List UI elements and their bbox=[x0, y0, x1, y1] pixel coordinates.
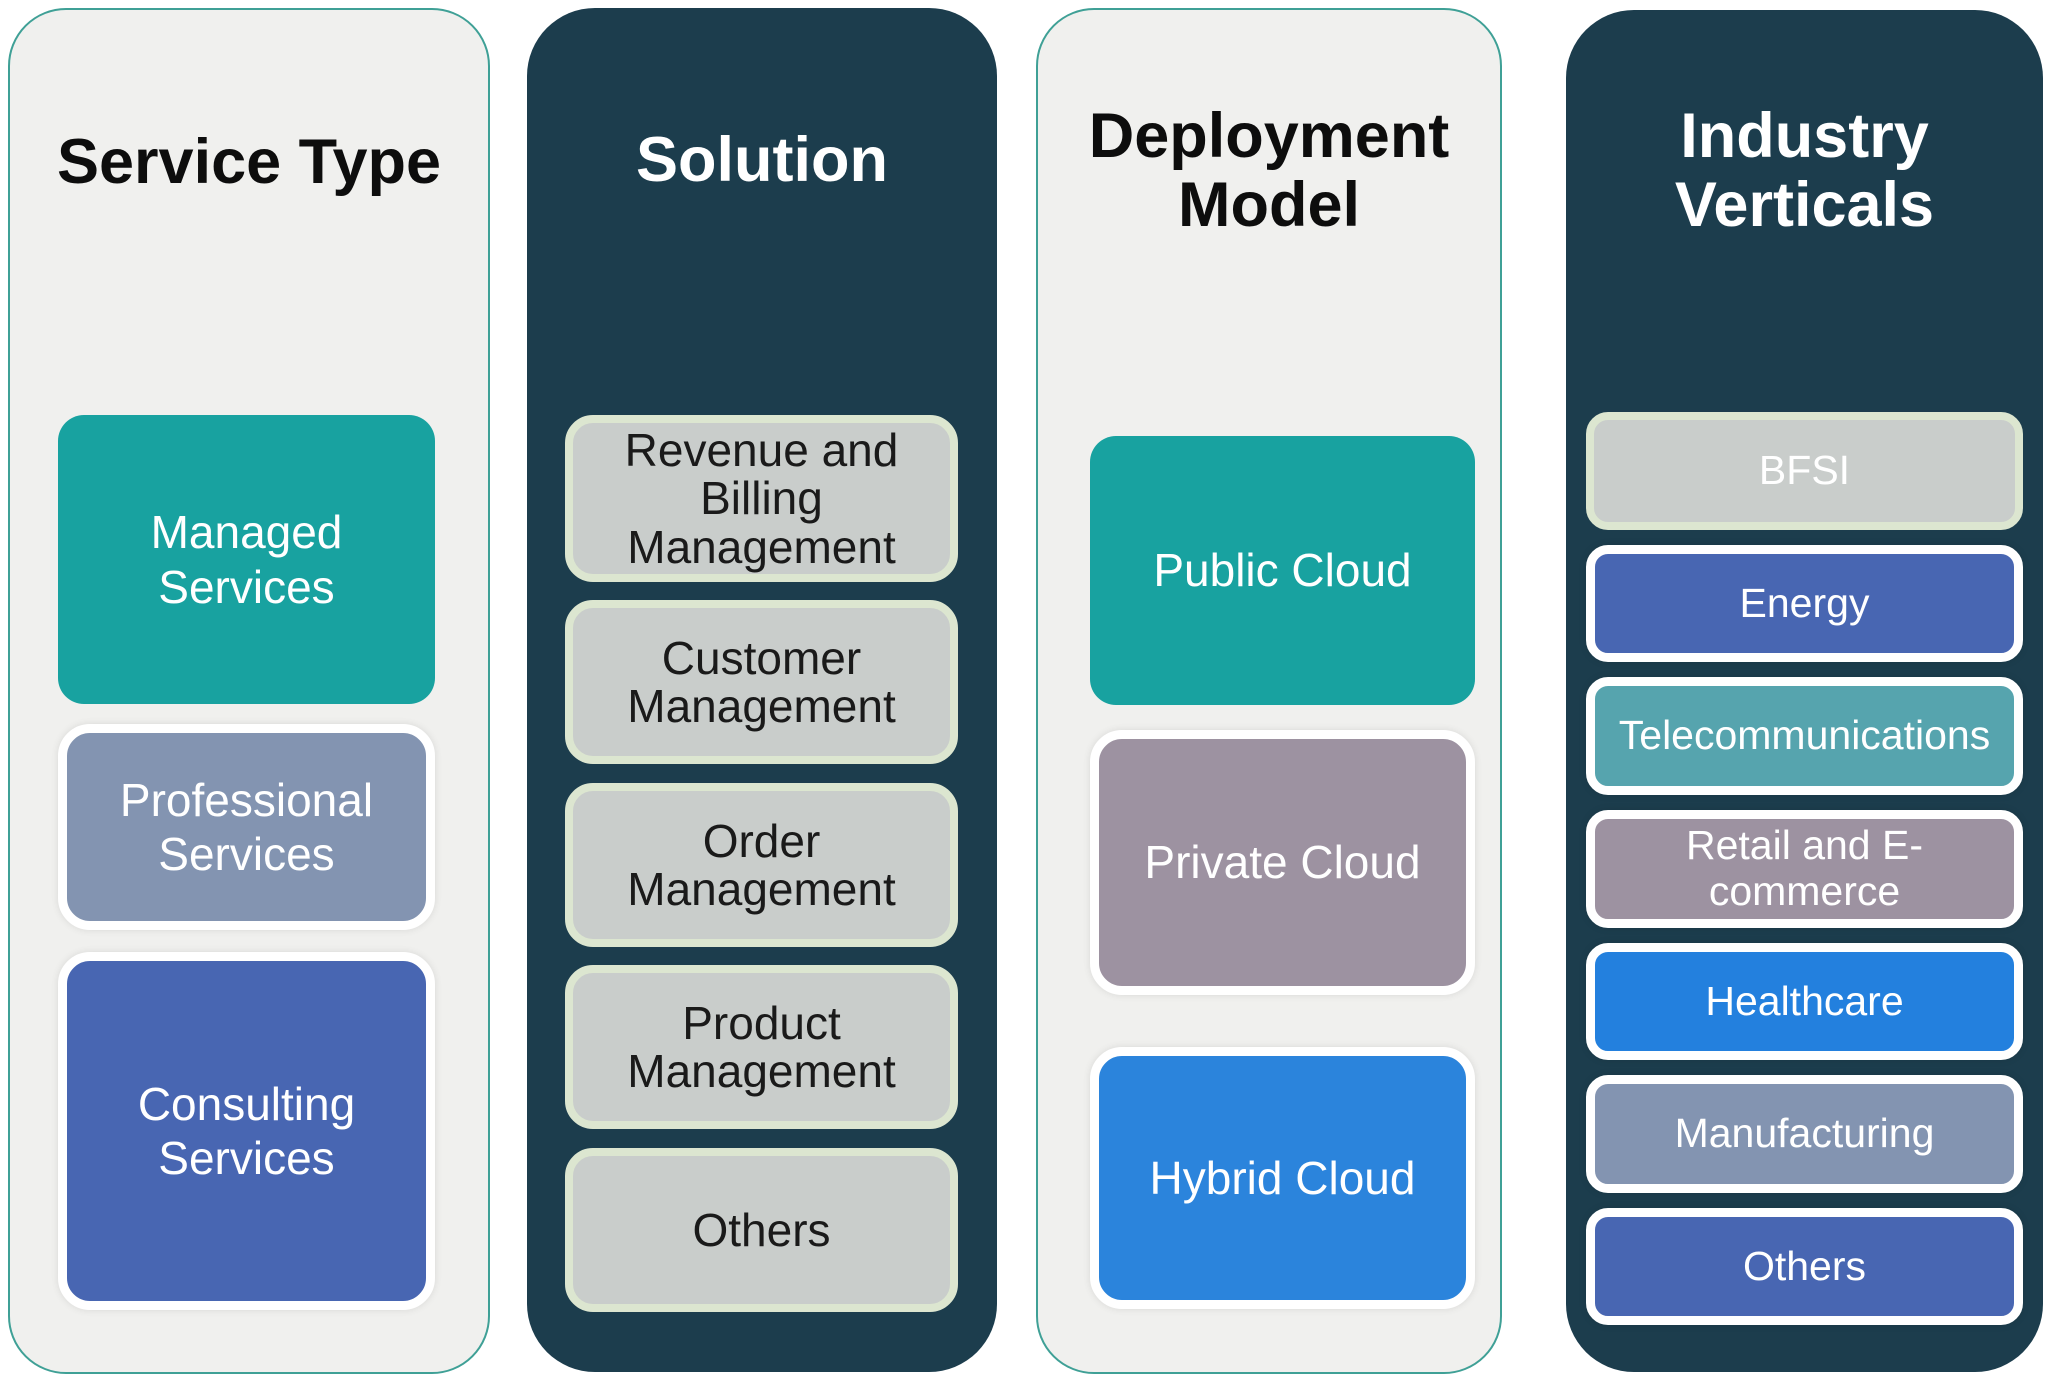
panel-solution: Solution Revenue and Billing Management … bbox=[527, 8, 997, 1372]
panel-deployment-model: Deployment Model Public Cloud Private Cl… bbox=[1036, 8, 1502, 1374]
box-professional-services: Professional Services bbox=[58, 724, 435, 930]
service-type-title: Service Type bbox=[56, 127, 442, 197]
box-manufacturing: Manufacturing bbox=[1586, 1075, 2023, 1193]
panel-service-type: Service Type Managed Services Profession… bbox=[8, 8, 490, 1374]
box-order-management: Order Management bbox=[565, 783, 958, 947]
industry-verticals-title: Industry Verticals bbox=[1674, 101, 1935, 241]
box-customer-management: Customer Management bbox=[565, 600, 958, 764]
box-bfsi: BFSI bbox=[1586, 412, 2023, 530]
box-retail-ecommerce: Retail and E-commerce bbox=[1586, 810, 2023, 928]
solution-title: Solution bbox=[636, 125, 888, 195]
box-hybrid-cloud: Hybrid Cloud bbox=[1090, 1047, 1475, 1309]
deployment-model-title: Deployment Model bbox=[1088, 101, 1450, 241]
panel-industry-verticals: Industry Verticals BFSI Energy Telecommu… bbox=[1566, 10, 2043, 1372]
box-managed-services: Managed Services bbox=[58, 415, 435, 704]
box-consulting-services: Consulting Services bbox=[58, 952, 435, 1310]
box-private-cloud: Private Cloud bbox=[1090, 730, 1475, 995]
box-public-cloud: Public Cloud bbox=[1090, 436, 1475, 705]
box-energy: Energy bbox=[1586, 545, 2023, 662]
box-healthcare: Healthcare bbox=[1586, 943, 2023, 1060]
box-industry-others: Others bbox=[1586, 1208, 2023, 1325]
box-solution-others: Others bbox=[565, 1148, 958, 1312]
box-telecommunications: Telecommunications bbox=[1586, 677, 2023, 795]
box-revenue-billing-management: Revenue and Billing Management bbox=[565, 415, 958, 582]
box-product-management: Product Management bbox=[565, 965, 958, 1129]
